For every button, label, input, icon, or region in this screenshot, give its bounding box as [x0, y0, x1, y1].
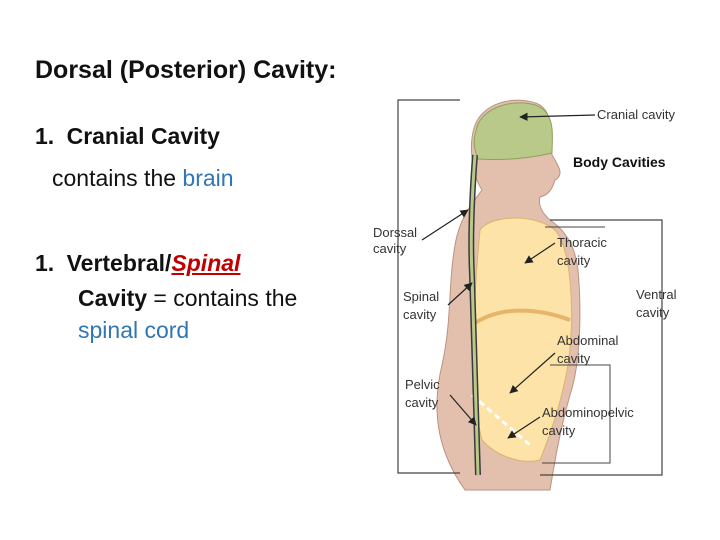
- label-dorsal-2: cavity: [373, 241, 407, 256]
- spinal-cord-highlight: spinal cord: [78, 317, 190, 343]
- cranial-text: contains the: [52, 165, 183, 191]
- list-item-vertebral: 1. Vertebral/Spinal: [35, 248, 240, 279]
- list-number: 1.: [35, 123, 55, 149]
- abdominal-bracket: [542, 364, 611, 464]
- label-spinal-2: cavity: [403, 307, 437, 322]
- label-spinal-1: Spinal: [403, 289, 439, 304]
- dorsal-arrow: [421, 209, 469, 241]
- ventral-bracket: [540, 219, 663, 476]
- vertebral-heading: Vertebral/: [66, 250, 172, 276]
- dorsal-bracket: [397, 99, 460, 474]
- cranial-heading: Cranial Cavity: [66, 123, 220, 149]
- slide-title: Dorsal (Posterior) Cavity:: [35, 56, 337, 84]
- cranial-description: contains the brain: [52, 163, 234, 194]
- label-ventral-2: cavity: [636, 305, 670, 320]
- spinal-heading: Spinal: [171, 250, 241, 276]
- label-pelvic-1: Pelvic: [405, 377, 440, 392]
- label-pelvic-2: cavity: [405, 395, 439, 410]
- brain-highlight: brain: [182, 165, 234, 191]
- vertebral-description-line2: spinal cord: [78, 315, 189, 346]
- label-thoracic-1: Thoracic: [557, 235, 607, 250]
- thoracic-arrow: [524, 242, 556, 264]
- list-item-cranial: 1. Cranial Cavity: [35, 121, 220, 152]
- list-number: 1.: [35, 250, 55, 276]
- body-cavities-diagram: Cranial cavity Body Cavities Dorssal cav…: [373, 99, 677, 491]
- abdominopelvic-arrow: [507, 416, 541, 439]
- label-ventral-1: Ventral: [636, 287, 677, 302]
- pelvic-boundary: [471, 393, 531, 447]
- cranial-arrow: [519, 112, 596, 121]
- label-abdominal-1: Abdominal: [557, 333, 619, 348]
- pelvic-arrow: [449, 394, 477, 426]
- label-thoracic-2: cavity: [557, 253, 591, 268]
- vertebral-description: Cavity = contains the: [78, 283, 297, 314]
- abdominal-arrow: [509, 352, 556, 394]
- label-cranial-cavity: Cranial cavity: [597, 107, 676, 122]
- label-dorsal-1: Dorssal: [373, 225, 417, 240]
- label-abdominopelvic-2: cavity: [542, 423, 576, 438]
- label-abdominopelvic-1: Abdominopelvic: [542, 405, 634, 420]
- vertebral-connector: = contains the: [147, 285, 298, 311]
- diagram-title: Body Cavities: [573, 154, 666, 170]
- spinal-arrow: [447, 282, 473, 306]
- diaphragm-line: [473, 308, 571, 325]
- label-abdominal-2: cavity: [557, 351, 591, 366]
- cavity-word: Cavity: [78, 285, 148, 311]
